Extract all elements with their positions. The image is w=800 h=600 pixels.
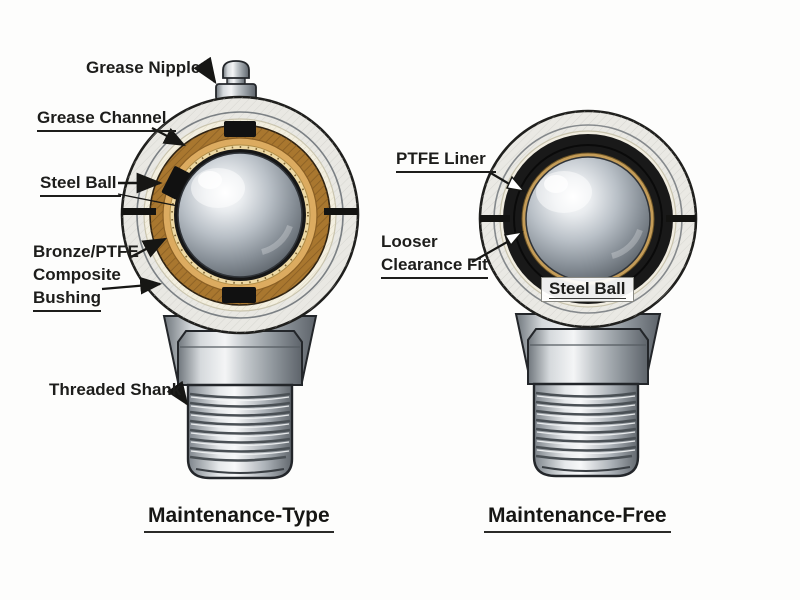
- ptfe-liner-label: PTFE Liner: [396, 147, 496, 173]
- right-leader-lines: [471, 171, 526, 263]
- left-head: [120, 95, 360, 335]
- right-split-line-right: [666, 215, 696, 222]
- ptfe-liner-arrowhead: [505, 175, 526, 193]
- right-bearing: [471, 109, 698, 478]
- bushing-label-line2: Composite: [33, 265, 121, 284]
- steel-ball-right-label: Steel Ball: [541, 277, 634, 302]
- threaded-shank-arrow: [166, 380, 189, 406]
- threaded-shank-label: Threaded Shank: [49, 380, 182, 399]
- right-boss: [527, 328, 649, 385]
- steel-ball-thin-leader: [117, 193, 179, 207]
- grease-channel-block-bottom: [222, 287, 256, 303]
- right-threaded-shank: [532, 382, 640, 478]
- bushing-label: Bronze/PTFE Composite Bushing: [33, 240, 139, 312]
- left-threaded-shank: [186, 383, 294, 480]
- steel-ball-right-text: Steel Ball: [549, 279, 626, 299]
- bushing-upper-arrow: [130, 237, 168, 259]
- right-split-line-left: [480, 215, 510, 222]
- grease-nipple-arrow: [193, 56, 217, 85]
- bushing-label-line3: Bushing: [33, 286, 101, 312]
- steel-ball-left-label: Steel Ball: [40, 171, 121, 197]
- ptfe-liner-leader: [488, 171, 512, 186]
- clearance-fit-leader: [471, 240, 510, 263]
- grease-channel-block-top: [224, 121, 256, 137]
- grease-nipple-label: Grease Nipple: [86, 58, 201, 77]
- grease-channel-block-left: [161, 166, 190, 200]
- left-split-line-right: [324, 208, 358, 215]
- clearance-fit-arrowhead: [503, 230, 524, 247]
- bushing-lower-arrow: [101, 276, 163, 295]
- clearance-fit-line2: Clearance Fit: [381, 253, 488, 279]
- clearance-fit-line1: Looser: [381, 232, 438, 251]
- right-steel-ball: [525, 156, 651, 282]
- grease-channel-label: Grease Channel: [37, 106, 177, 132]
- bushing-label-line1: Bronze/PTFE: [33, 242, 139, 261]
- left-bearing: [101, 56, 360, 480]
- left-split-line-left: [121, 208, 156, 215]
- left-leader-lines: [101, 56, 217, 406]
- clearance-fit-label: Looser Clearance Fit: [381, 230, 488, 279]
- caption-maintenance-type: Maintenance-Type: [144, 504, 334, 533]
- left-steel-ball: [177, 152, 303, 278]
- right-head: [478, 109, 698, 329]
- caption-maintenance-free: Maintenance-Free: [484, 504, 671, 533]
- left-boss: [177, 330, 303, 386]
